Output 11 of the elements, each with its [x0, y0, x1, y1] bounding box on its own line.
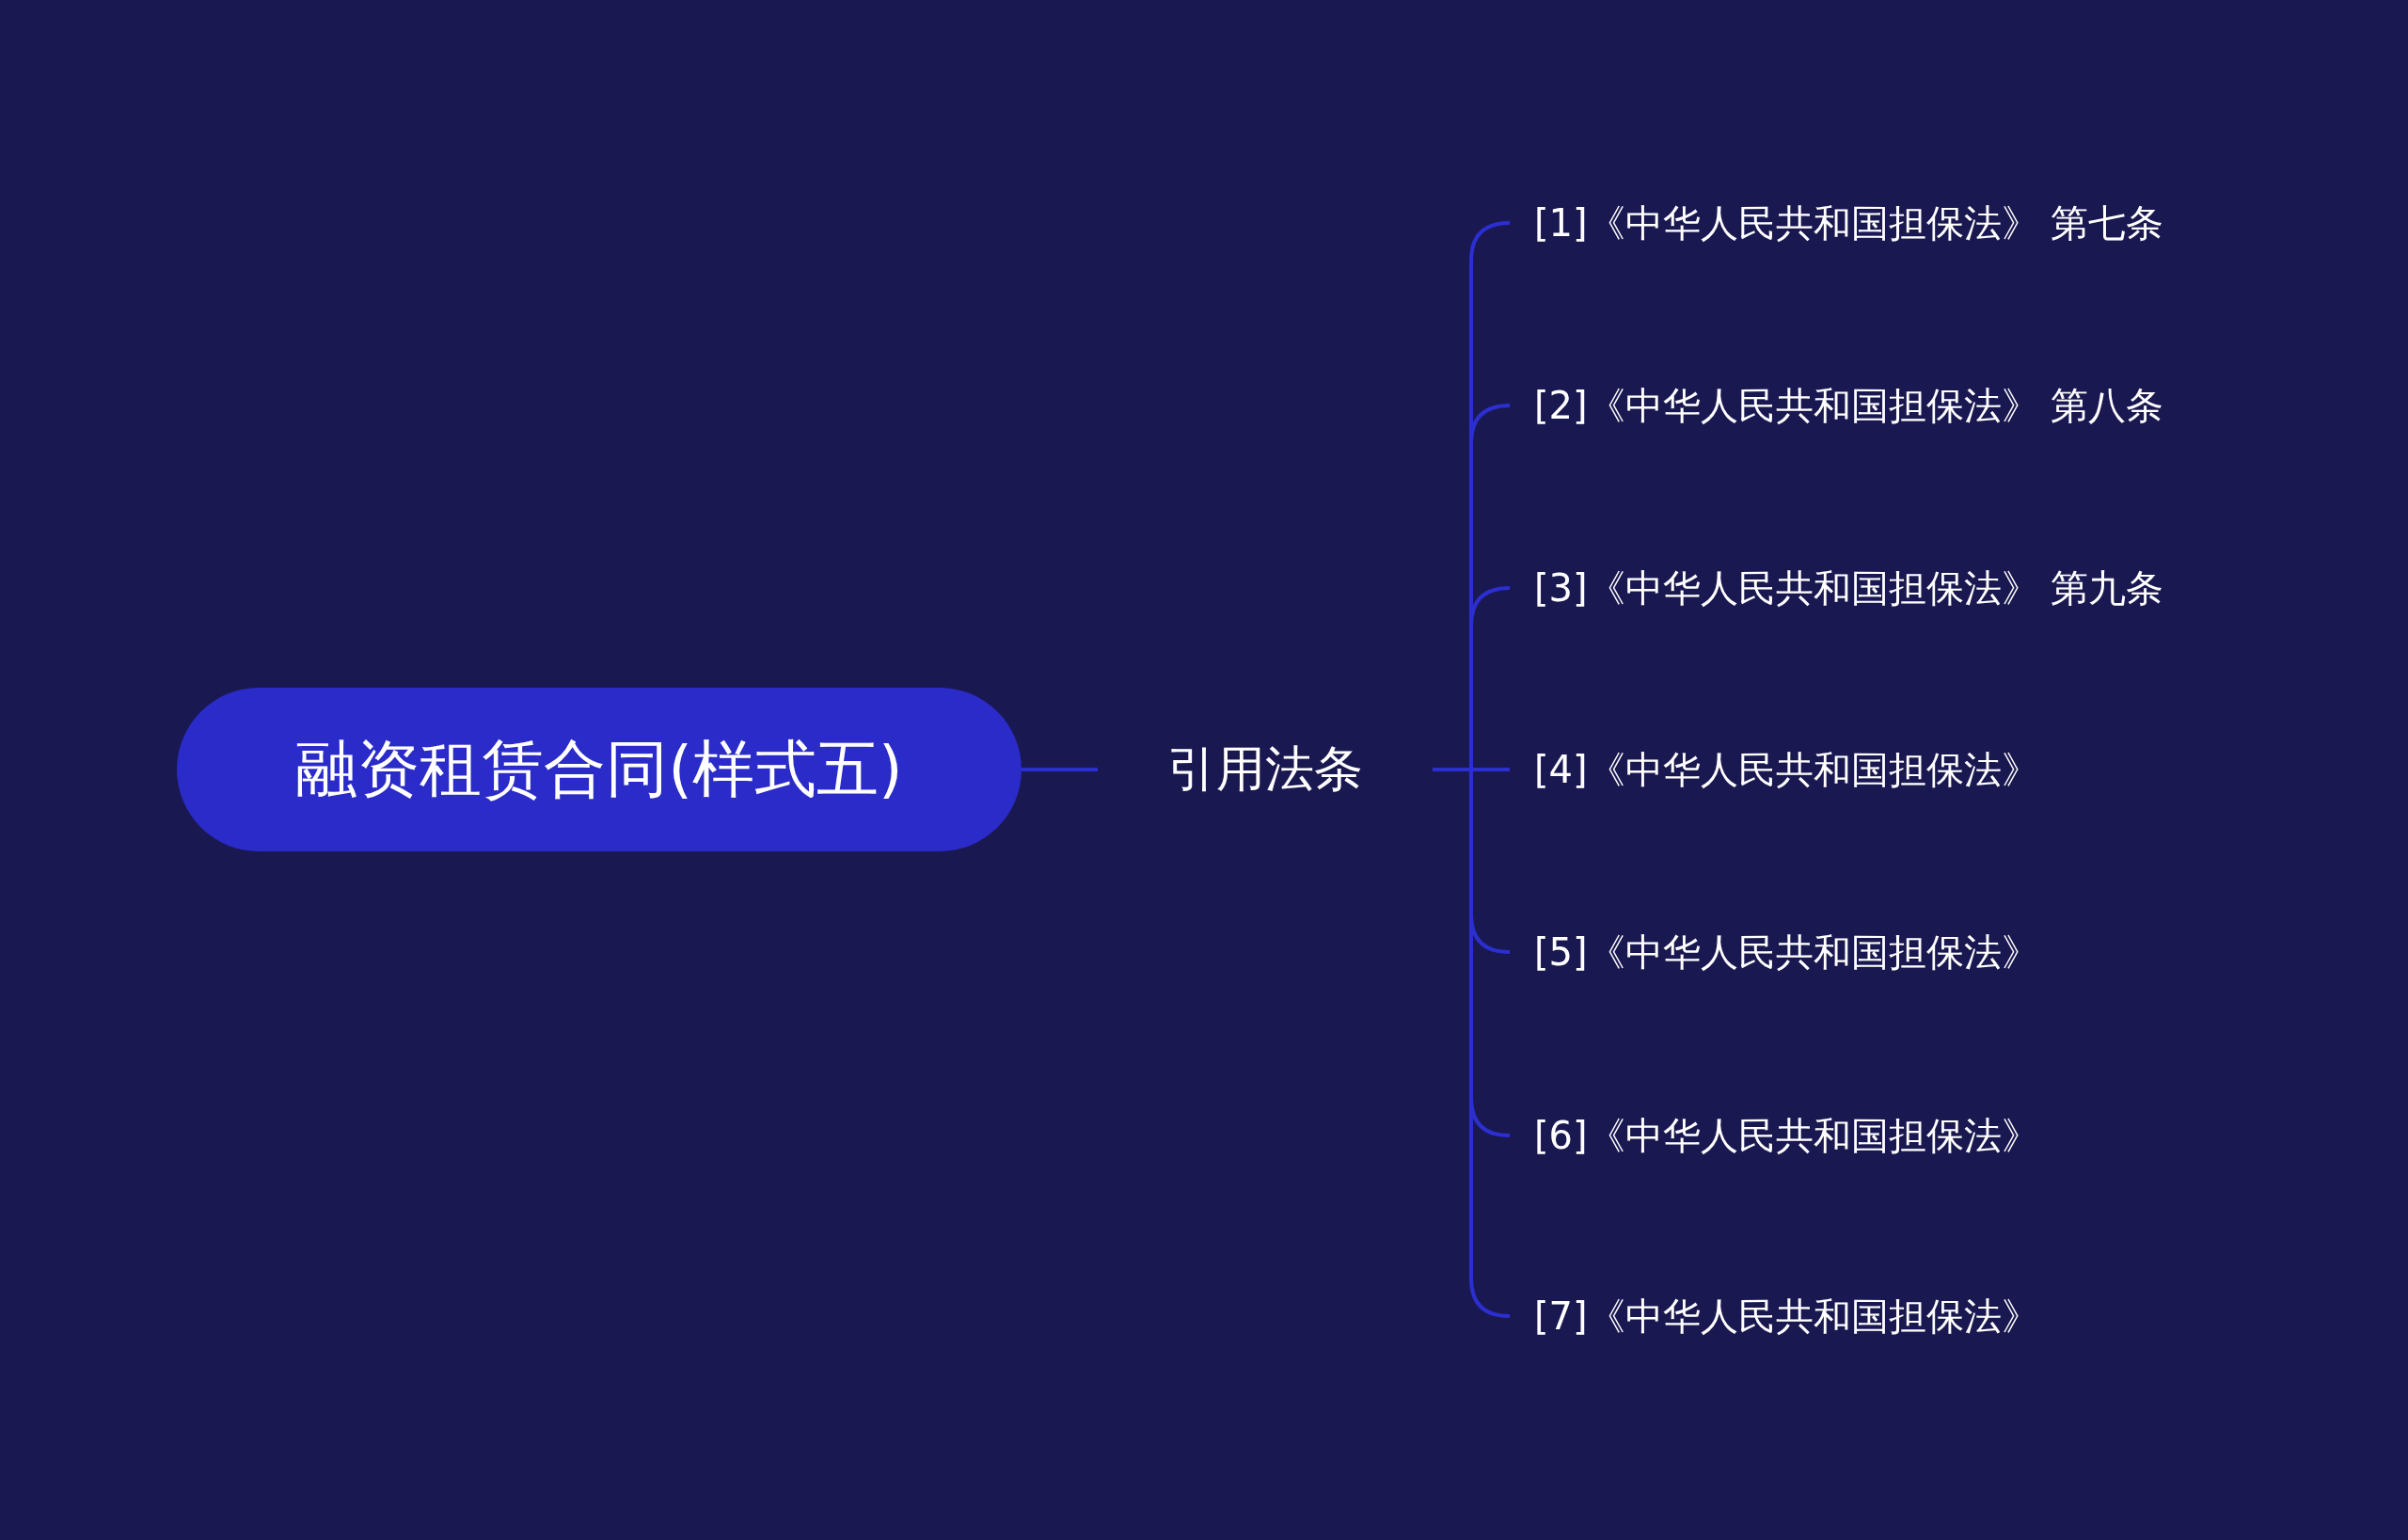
subtopic-text: [6]《中华人民共和国担保法》 — [1510, 1098, 2262, 1173]
subtopic-text: [2]《中华人民共和国担保法》 第八条 — [1510, 368, 2262, 443]
subtopic-text: [4]《中华人民共和国担保法》 — [1510, 732, 2262, 807]
connector-line — [1022, 768, 1098, 771]
subtopic-text: [7]《中华人民共和国担保法》 — [1510, 1278, 2262, 1354]
topic-text: 引用法条 — [1098, 732, 1433, 807]
connector-line — [1433, 768, 1511, 1318]
subtopic-text: [5]《中华人民共和国担保法》 — [1510, 914, 2262, 990]
subtopic-text: [1]《中华人民共和国担保法》 第七条 — [1510, 185, 2262, 261]
root-topic-pill: 融资租赁合同(样式五) — [177, 688, 1022, 851]
subtopic-text: [3]《中华人民共和国担保法》 第九条 — [1510, 550, 2262, 626]
